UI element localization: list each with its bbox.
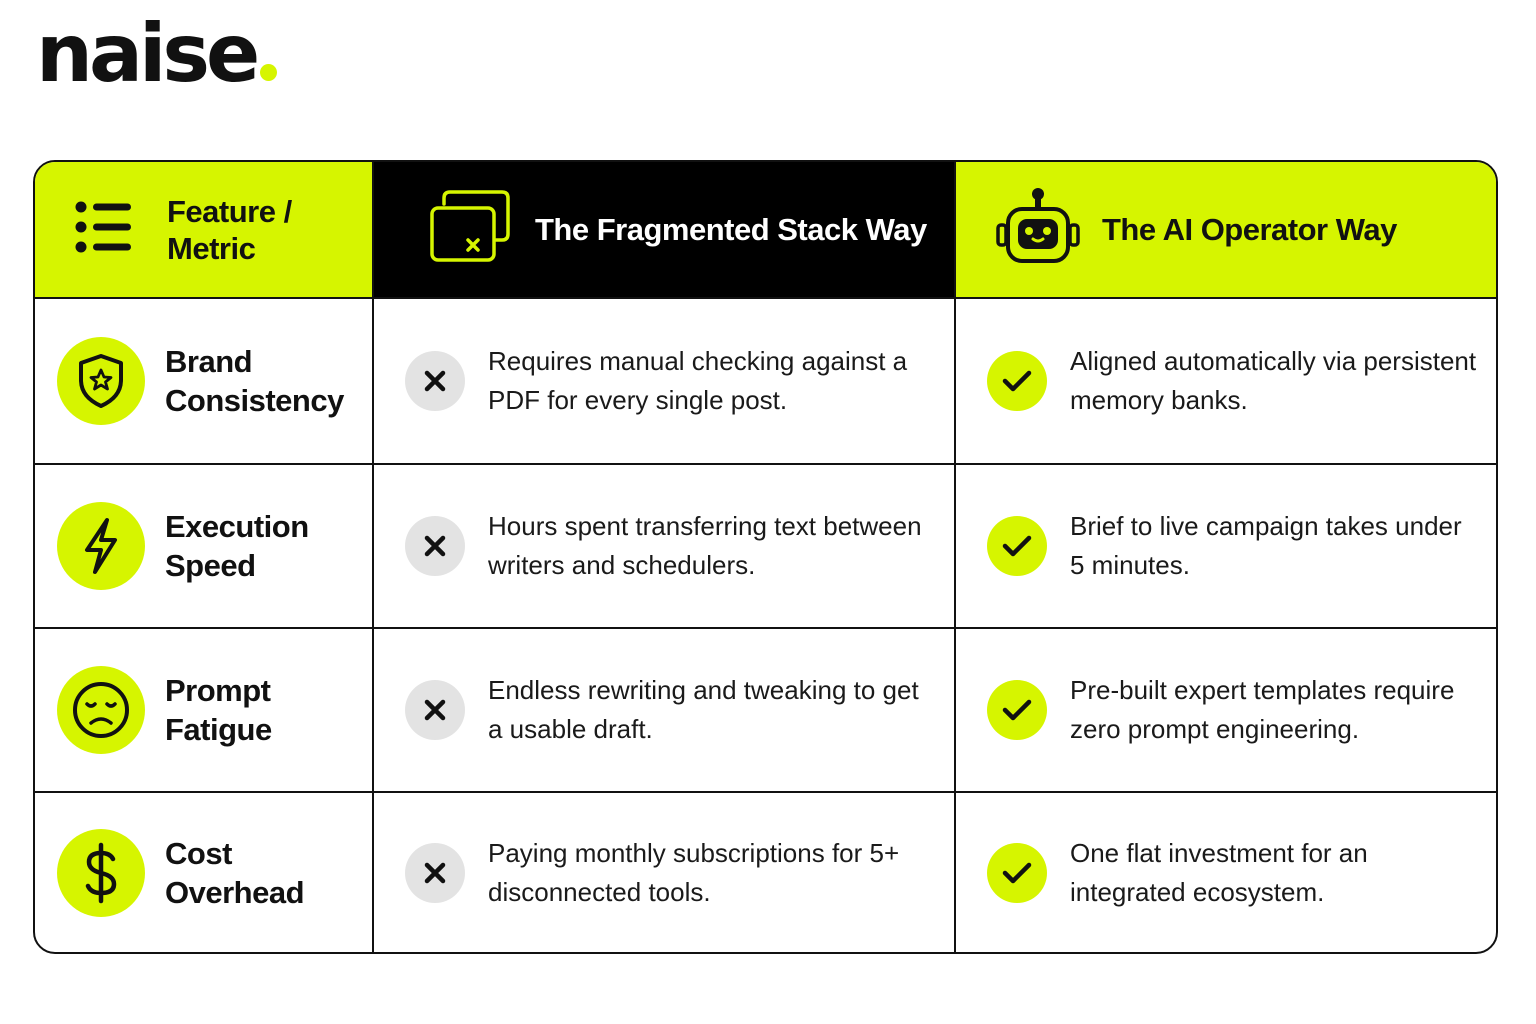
feature-label: Brand Consistency (165, 344, 344, 418)
header-fragmented-stack: The Fragmented Stack Way (374, 162, 956, 299)
check-icon (987, 351, 1047, 411)
cross-icon (405, 516, 465, 576)
feature-cell-cost-overhead: Cost Overhead (35, 793, 374, 952)
check-icon (987, 516, 1047, 576)
fragmented-description: Requires manual checking against a PDF f… (488, 346, 908, 415)
header-fragmented-label: The Fragmented Stack Way (535, 212, 927, 247)
lightning-icon (57, 502, 145, 590)
dollar-icon (57, 828, 145, 917)
fragmented-description: Endless rewriting and tweaking to get a … (488, 675, 919, 744)
fragmented-cell: Hours spent transferring text between wr… (374, 465, 956, 629)
logo-dot (260, 64, 278, 81)
fragmented-cell: Paying monthly subscriptions for 5+ disc… (374, 793, 956, 952)
fragmented-description: Hours spent transferring text between wr… (488, 511, 922, 580)
header-ai-operator: The AI Operator Way (956, 162, 1496, 299)
ai-operator-cell: Aligned automatically via persistent mem… (956, 299, 1496, 465)
feature-label: Execution Speed (165, 509, 309, 583)
list-icon (75, 201, 135, 258)
fragmented-cell: Requires manual checking against a PDF f… (374, 299, 956, 465)
ai-operator-cell: One flat investment for an integrated ec… (956, 793, 1496, 952)
shield-star-icon (57, 337, 145, 425)
feature-cell-brand-consistency: Brand Consistency (35, 299, 374, 465)
robot-icon (996, 187, 1080, 272)
brand-logo: naise (36, 14, 278, 94)
header-ai-label: The AI Operator Way (1102, 212, 1397, 247)
header-feature-label: Feature / Metric (167, 193, 292, 266)
feature-label: Prompt Fatigue (165, 673, 272, 747)
check-icon (987, 680, 1047, 740)
header-feature-metric: Feature / Metric (35, 162, 374, 299)
ai-operator-description: Aligned automatically via persistent mem… (1070, 346, 1477, 415)
ai-operator-cell: Pre-built expert templates require zero … (956, 629, 1496, 793)
brand-name: naise (36, 7, 260, 100)
stacked-windows-icon (430, 190, 510, 269)
feature-cell-execution-speed: Execution Speed (35, 465, 374, 629)
cross-icon (405, 842, 465, 903)
ai-operator-description: Pre-built expert templates require zero … (1070, 675, 1455, 744)
cross-icon (405, 351, 465, 411)
fragmented-cell: Endless rewriting and tweaking to get a … (374, 629, 956, 793)
ai-operator-cell: Brief to live campaign takes under 5 min… (956, 465, 1496, 629)
sad-face-icon (57, 666, 145, 754)
fragmented-description: Paying monthly subscriptions for 5+ disc… (488, 837, 900, 907)
comparison-table: Feature / Metric The Fragmented Stack Wa… (33, 160, 1498, 954)
feature-cell-prompt-fatigue: Prompt Fatigue (35, 629, 374, 793)
ai-operator-description: One flat investment for an integrated ec… (1070, 837, 1368, 907)
cross-icon (405, 680, 465, 740)
ai-operator-description: Brief to live campaign takes under 5 min… (1070, 511, 1462, 580)
check-icon (987, 842, 1047, 903)
feature-label: Cost Overhead (165, 835, 305, 910)
